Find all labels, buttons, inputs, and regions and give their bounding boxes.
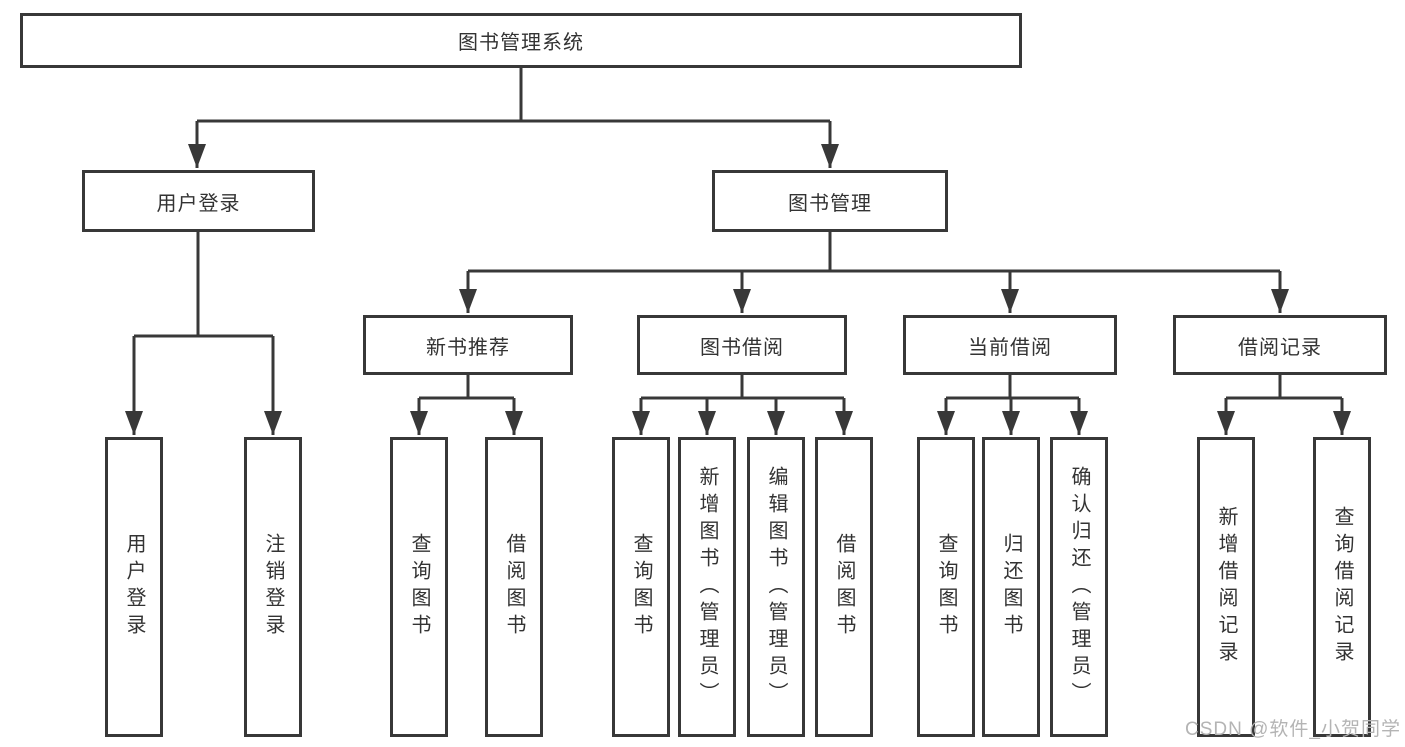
leaf-add-borrow-record: 新增借阅记录 — [1197, 437, 1255, 737]
leaf-edit-books-admin: 编辑图书（管理员） — [747, 437, 805, 737]
leaf-query-borrow-record: 查询借阅记录 — [1313, 437, 1371, 737]
leaf-confirm-return-admin: 确认归还（管理员） — [1050, 437, 1108, 737]
leaf-borrow-books-2: 借阅图书 — [815, 437, 873, 737]
node-book-management: 图书管理 — [712, 170, 948, 232]
leaf-user-login: 用户登录 — [105, 437, 163, 737]
node-current-borrowing: 当前借阅 — [903, 315, 1117, 375]
node-new-book-recommend: 新书推荐 — [363, 315, 573, 375]
node-library-system: 图书管理系统 — [20, 13, 1022, 68]
leaf-query-books: 查询图书 — [390, 437, 448, 737]
leaf-return-books: 归还图书 — [982, 437, 1040, 737]
leaf-logout: 注销登录 — [244, 437, 302, 737]
node-user-login: 用户登录 — [82, 170, 315, 232]
csdn-watermark: CSDN @软件_小贺同学 — [1185, 719, 1401, 740]
leaf-query-books-3: 查询图书 — [917, 437, 975, 737]
node-borrowing-records: 借阅记录 — [1173, 315, 1387, 375]
leaf-borrow-books: 借阅图书 — [485, 437, 543, 737]
leaf-query-books-2: 查询图书 — [612, 437, 670, 737]
node-book-borrowing: 图书借阅 — [637, 315, 847, 375]
leaf-add-books-admin: 新增图书（管理员） — [678, 437, 736, 737]
